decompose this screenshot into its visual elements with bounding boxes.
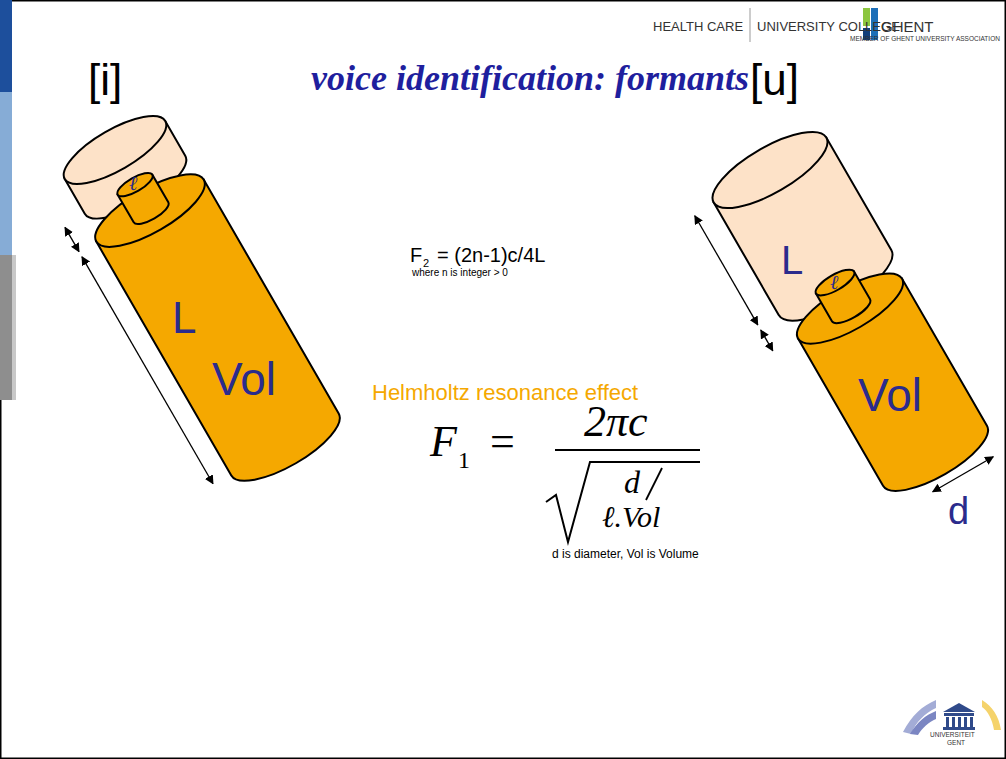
- formula-strokes: [546, 450, 700, 542]
- dimension-arrow: [933, 457, 994, 492]
- vowel-label: [i]: [88, 58, 122, 102]
- header-subtext: MEMBER OF GHENT UNIVERSITY ASSOCIATION: [850, 36, 1000, 43]
- neck-length-label: ℓ: [830, 272, 838, 292]
- formula-symbol: F: [410, 245, 422, 265]
- side-bar: [12, 255, 16, 400]
- side-bar: [0, 0, 12, 92]
- neck-cylinder: [114, 169, 172, 229]
- formula-variable: ℓ.Vol: [602, 502, 660, 532]
- logo-text: UNIVERSITEIT: [930, 732, 975, 739]
- neck-cylinder: [812, 265, 874, 328]
- dimension-arrow: [761, 330, 773, 351]
- formula-symbol: F: [430, 420, 457, 464]
- length-label: L: [781, 240, 803, 280]
- header-text: UNIVERSITY COLLEGE: [757, 20, 900, 33]
- diameter-label: d: [948, 492, 969, 530]
- header-text: GHENT: [881, 19, 934, 34]
- length-label: L: [172, 296, 196, 340]
- neck-length-label: ℓ: [129, 173, 137, 193]
- cavity-cylinder: [788, 260, 998, 504]
- formula-note: where n is integer > 0: [412, 268, 508, 278]
- vowel-label: [u]: [750, 58, 799, 102]
- formula-variable: d: [624, 466, 640, 498]
- logo-text: GENT: [947, 740, 965, 747]
- dimension-arrow: [695, 216, 758, 325]
- university-logo: [903, 700, 1001, 735]
- side-bar: [0, 92, 12, 255]
- dimension-arrow: [65, 227, 79, 251]
- dimension-arrow: [82, 257, 213, 484]
- formula-text: =: [490, 420, 515, 464]
- formula-subscript: 1: [458, 448, 470, 472]
- formula-numerator: 2πc: [584, 400, 648, 444]
- bottle-model-i: [34, 101, 350, 504]
- slide-title: voice identification: formants: [311, 60, 749, 96]
- formula-text: = (2n-1)c/4L: [437, 245, 545, 265]
- header-divider: [750, 8, 751, 42]
- bottle-model-u: [682, 118, 1006, 526]
- side-bar: [0, 255, 12, 400]
- formula-note: d is diameter, Vol is Volume: [552, 548, 699, 560]
- header-text: HEALTH CARE: [653, 20, 743, 33]
- cavity-cylinder: [85, 161, 349, 494]
- volume-label: Vol: [858, 372, 922, 418]
- volume-label: Vol: [212, 356, 276, 402]
